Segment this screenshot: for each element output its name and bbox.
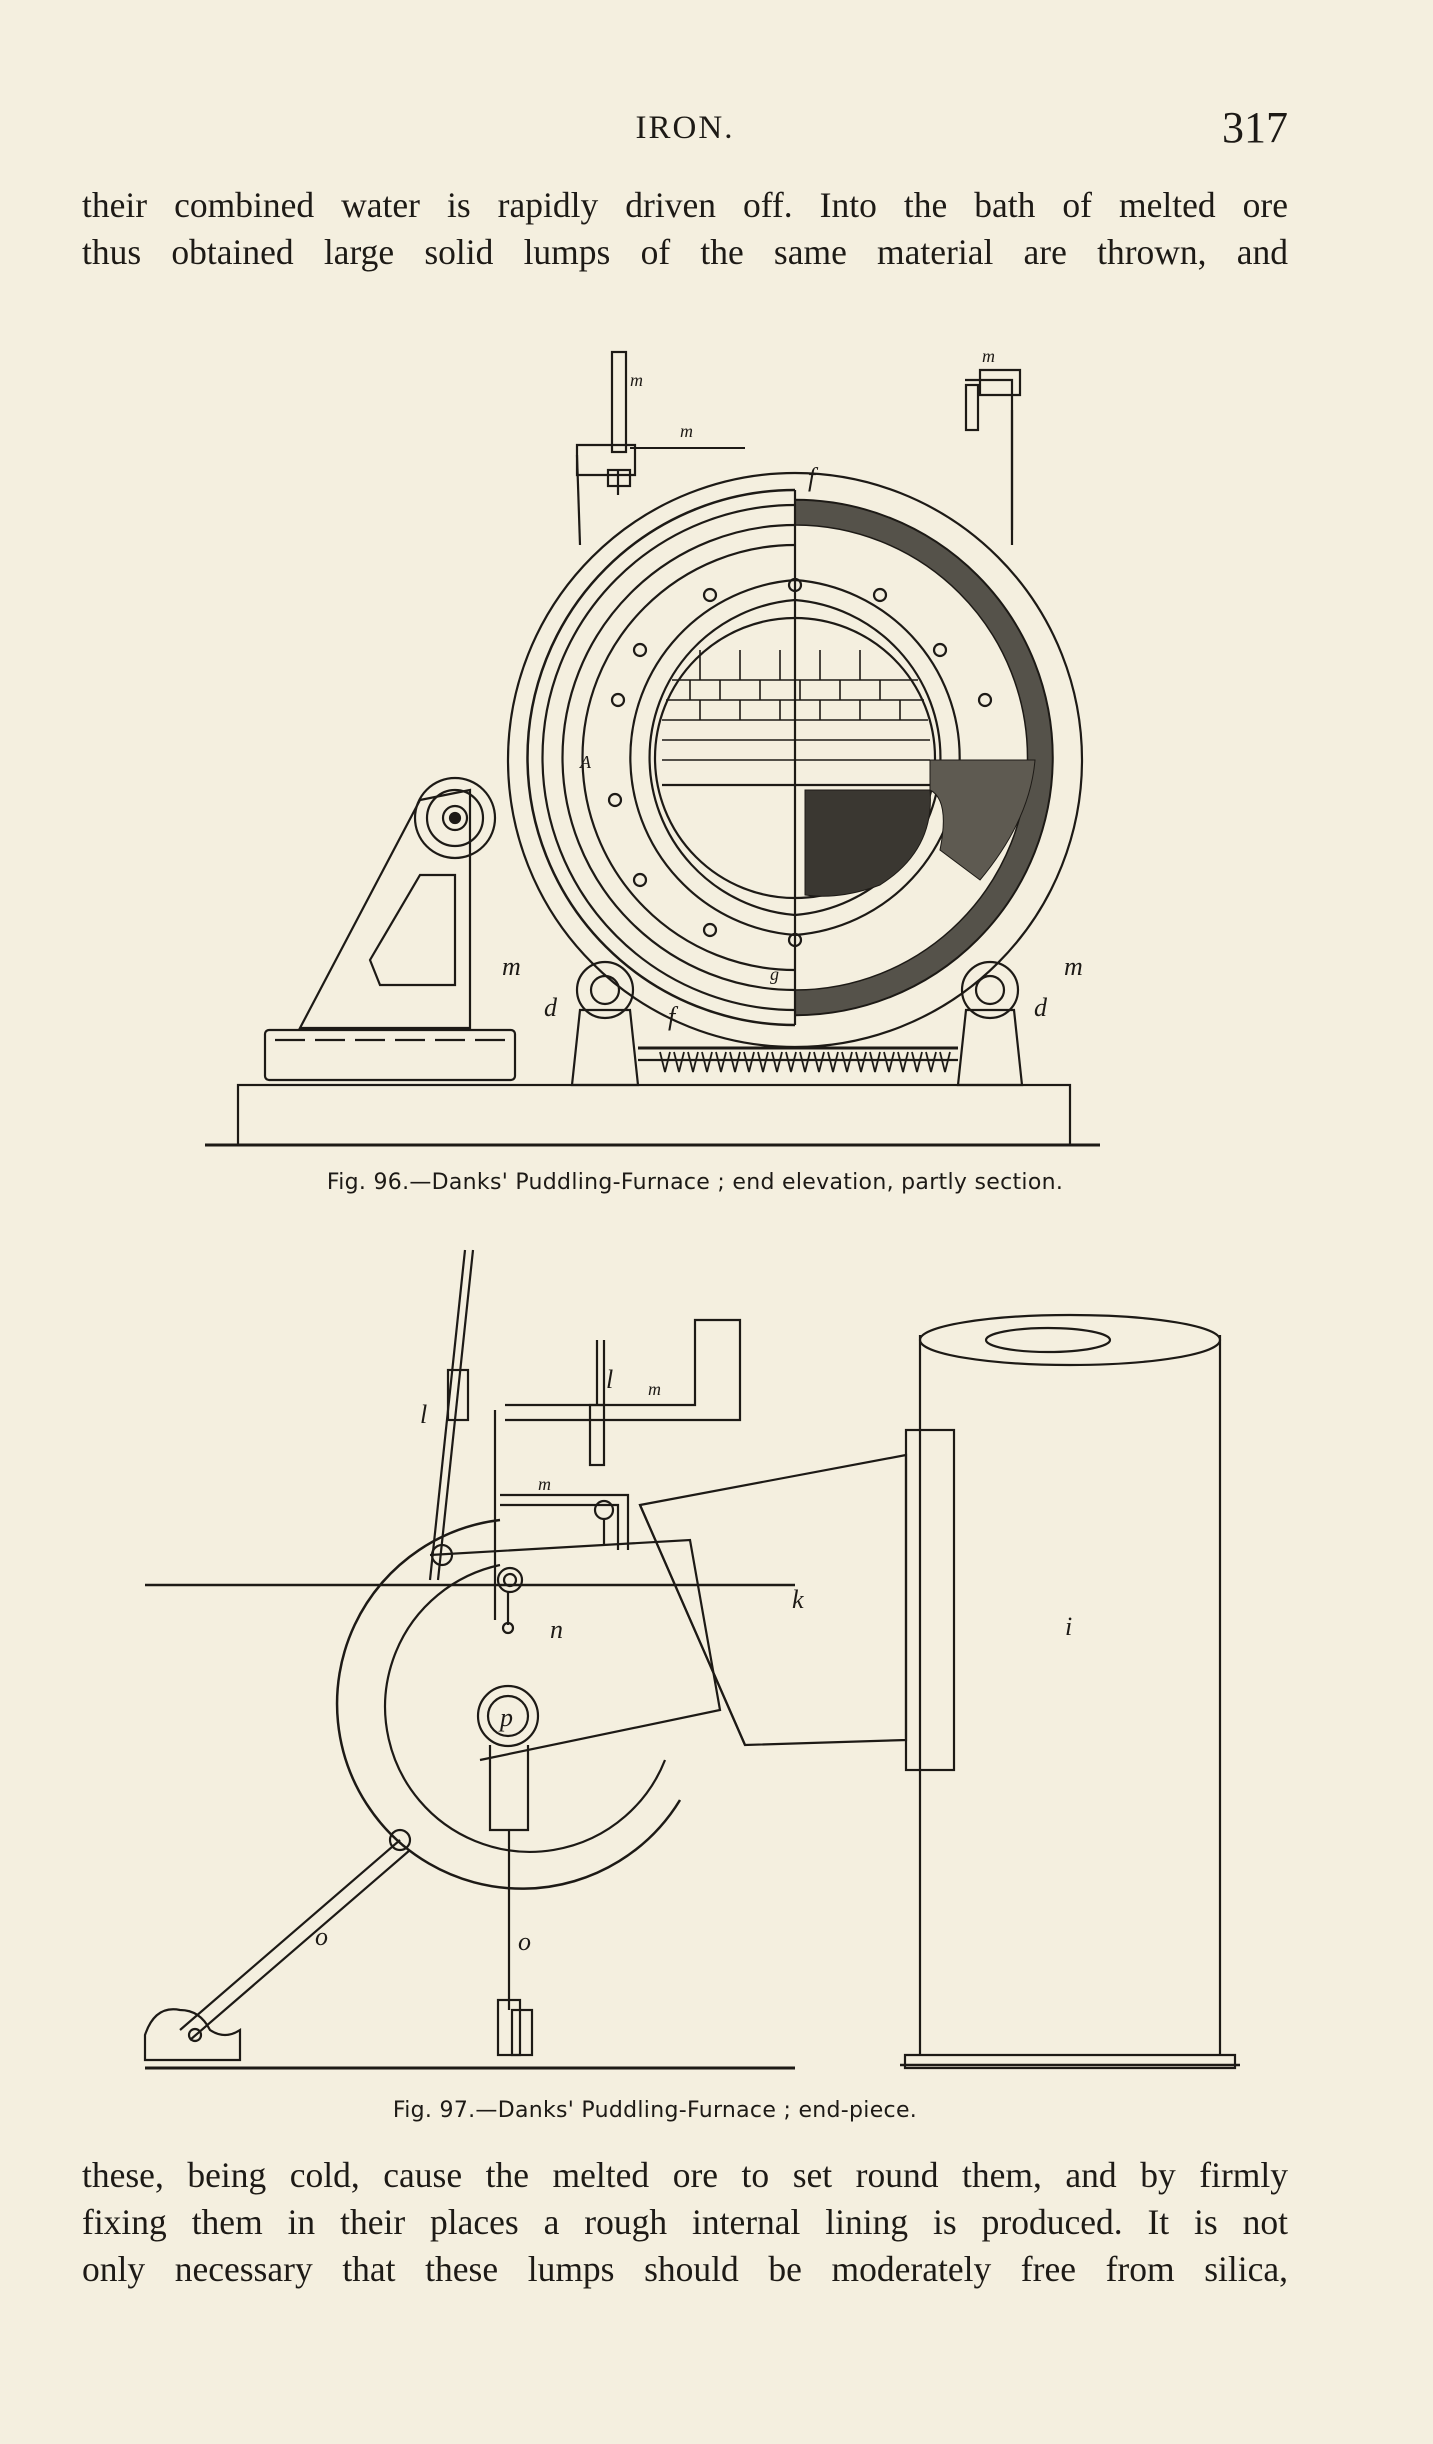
fig96-label-m-right: m xyxy=(1064,952,1083,981)
stack-cylinder xyxy=(903,1313,1237,2070)
fig97-label-o-left: o xyxy=(315,1922,328,1951)
fig96-label-a: A xyxy=(579,752,592,772)
pinion-stand xyxy=(298,788,472,1030)
rotating-chamber xyxy=(526,488,1054,1027)
fig96-label-d-left: d xyxy=(544,993,558,1022)
pinion-wheel xyxy=(413,776,497,860)
fig96-label-d-right: d xyxy=(1034,993,1048,1022)
furnace-base-platform xyxy=(236,1083,1072,1147)
fig96-label-g: g xyxy=(770,964,779,984)
flange-plate xyxy=(904,1428,956,1772)
fig97-label-m-upper: m xyxy=(648,1379,661,1399)
running-head: IRON. 317 xyxy=(82,102,1288,152)
molten-charge xyxy=(804,789,931,897)
fig97-label-m-lower: m xyxy=(538,1474,551,1494)
engine-bed xyxy=(263,1028,517,1082)
fig97-label-k: k xyxy=(792,1585,804,1614)
paragraph-top: their combined water is rapidly driven o… xyxy=(82,182,1288,276)
text-line: their combined water is rapidly driven o… xyxy=(82,185,1288,225)
roller-right xyxy=(956,960,1024,1087)
fig96-label-m-left: m xyxy=(502,952,521,981)
fig96-label-m-bar: m xyxy=(680,421,693,441)
end-piece-wheel xyxy=(335,1518,722,1890)
brick-lining xyxy=(662,650,930,761)
paragraph-bottom: these, being cold, cause the melted ore … xyxy=(82,2152,1288,2293)
hood-k xyxy=(638,1453,908,1747)
page-number: 317 xyxy=(1222,103,1288,152)
fig96-label-f-top: f xyxy=(808,463,819,492)
pipe-m xyxy=(493,1318,742,1635)
text-line: these, being cold, cause the melted ore … xyxy=(82,2155,1288,2195)
fig96-label-m-top-right: m xyxy=(982,346,995,366)
figure-97-caption: Fig. 97.—Danks' Puddling-Furnace ; end-p… xyxy=(392,2098,918,2123)
roller-left xyxy=(570,960,640,1087)
section-casing xyxy=(794,499,1054,1016)
text-line: thus obtained large solid lumps of the s… xyxy=(82,232,1288,272)
text-line: only necessary that these lumps should b… xyxy=(82,2249,1288,2289)
fig97-label-o-center: o xyxy=(518,1927,531,1956)
fig97-label-n: n xyxy=(550,1615,563,1644)
figure-96-caption: Fig. 96.—Danks' Puddling-Furnace ; end e… xyxy=(326,1170,1064,1195)
fig96-label-m-top-left: m xyxy=(630,370,643,390)
fig97-label-l-center: l xyxy=(606,1365,613,1394)
lever-arm-o xyxy=(143,1828,412,2062)
text-line: fixing them in their places a rough inte… xyxy=(82,2202,1288,2242)
fig97-label-p: p xyxy=(498,1703,513,1732)
running-title: IRON. xyxy=(635,110,735,146)
pivot-p xyxy=(476,1684,540,2057)
bottom-gear-teeth xyxy=(659,1051,951,1073)
fig96-label-f-bottom: f xyxy=(668,1002,679,1031)
water-pipe-left xyxy=(575,350,637,546)
fig97-label-i: i xyxy=(1065,1612,1072,1641)
rod-l xyxy=(428,1249,475,1581)
water-pipe-right xyxy=(964,368,1022,545)
fig97-label-l-left: l xyxy=(420,1400,427,1429)
